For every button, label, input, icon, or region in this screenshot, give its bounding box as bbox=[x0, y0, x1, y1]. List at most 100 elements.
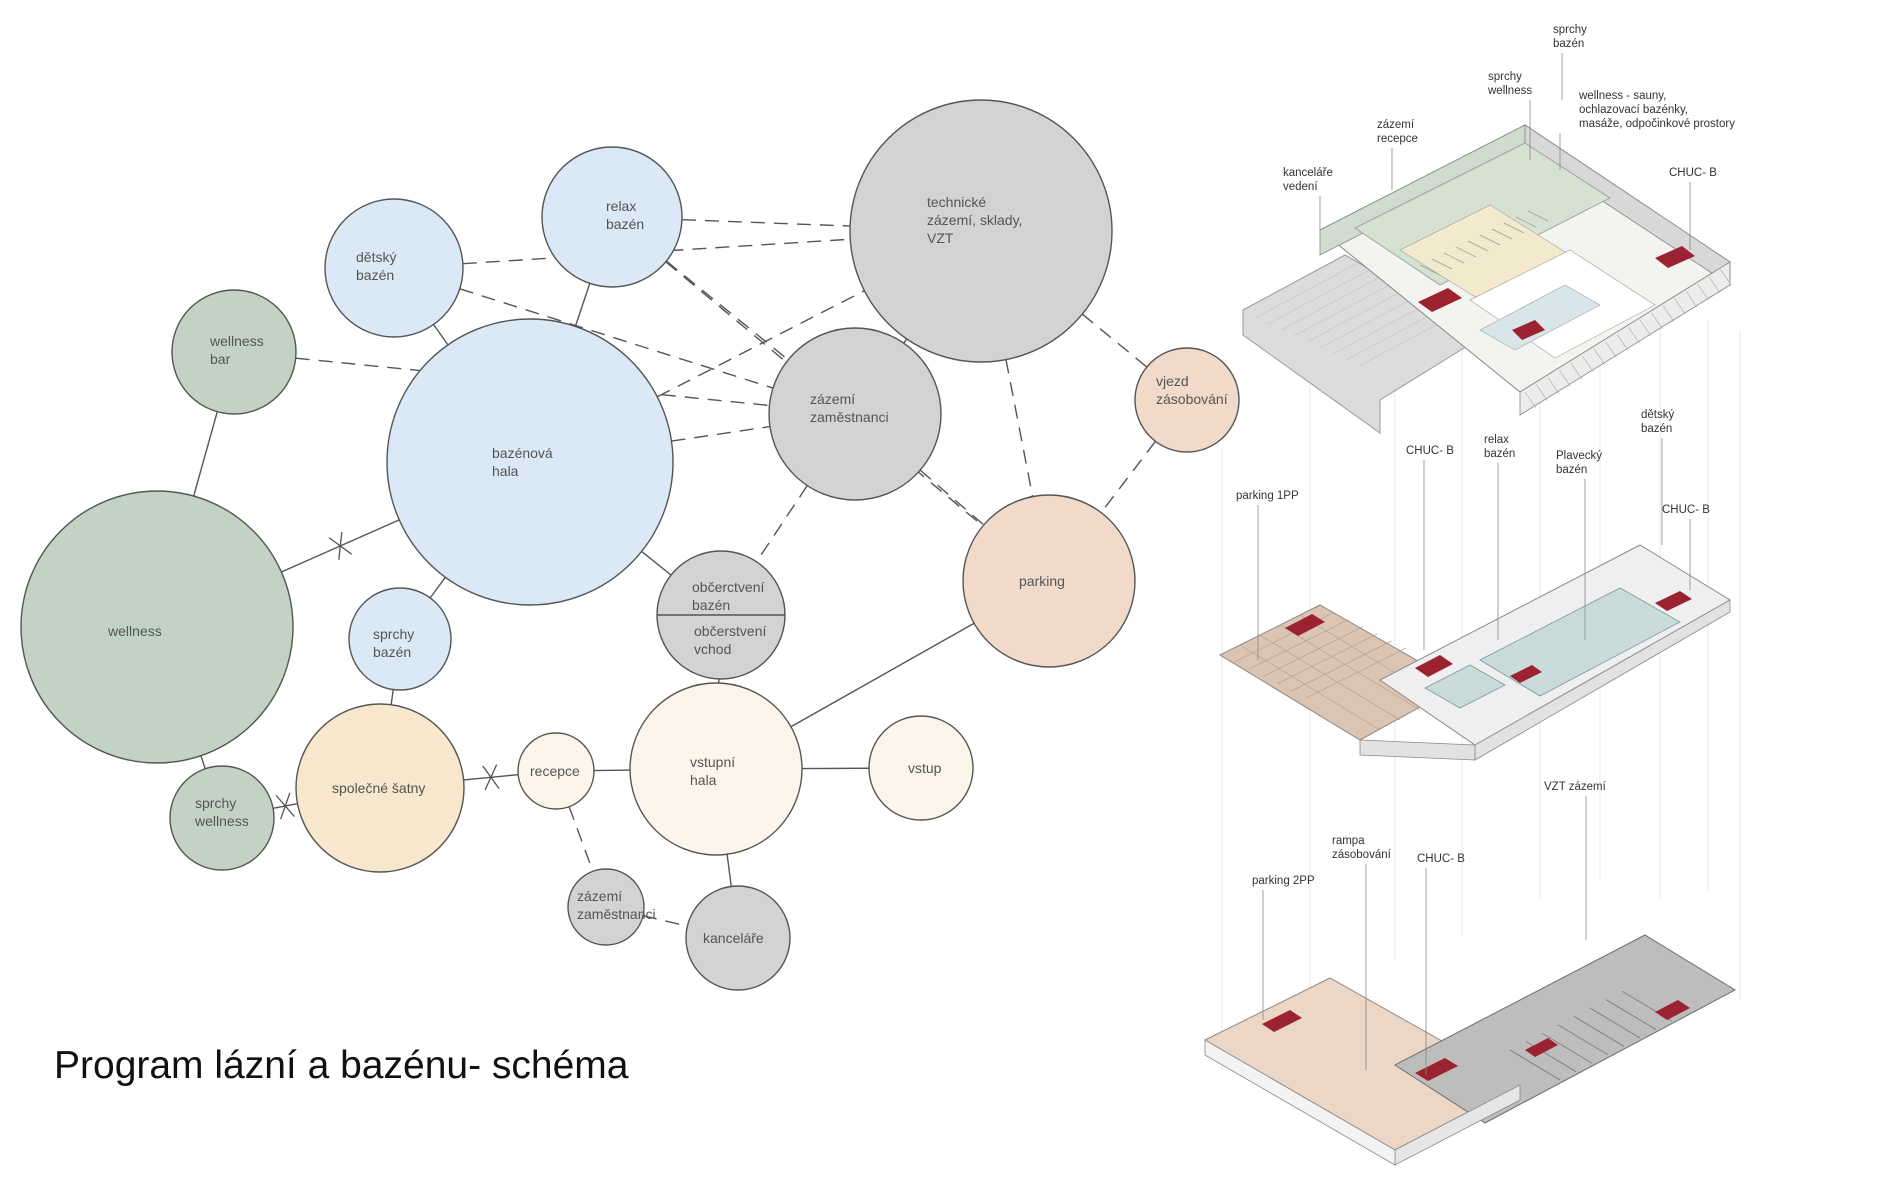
link-sprchy_bazen-spolecne_satny bbox=[390, 689, 394, 705]
bubble-label-wellness: wellness bbox=[107, 623, 162, 639]
terrace-grid-0 bbox=[1254, 261, 1361, 319]
bubble-circle-parking bbox=[962, 494, 1136, 668]
bubble-circle-technicke bbox=[849, 99, 1113, 363]
top-partition-1 bbox=[1431, 258, 1453, 270]
top-truss-web-7 bbox=[1605, 341, 1617, 358]
link-wellness-wellness_bar bbox=[192, 411, 218, 497]
top-truss-web-0 bbox=[1524, 391, 1537, 409]
middle-parking-line-a-3 bbox=[1262, 626, 1364, 677]
bottom-equipment-6 bbox=[1605, 999, 1657, 1030]
bubble-circle-zazemi_zamestnanci bbox=[768, 327, 942, 501]
dashed-link-zazemi_zamestnanci_2-kancelare bbox=[642, 915, 688, 927]
middle-relax-pool bbox=[1424, 664, 1506, 709]
top-truss-web-3 bbox=[1559, 370, 1571, 387]
top-truss-web-13 bbox=[1674, 298, 1686, 315]
bottom-core-3 bbox=[1525, 1038, 1558, 1057]
link-wellness-sprchy_wellness bbox=[200, 755, 206, 769]
link-bazenova_hala-sprchy_bazen bbox=[429, 576, 446, 599]
bottom-core-2 bbox=[1415, 1058, 1458, 1081]
bottom-equipment-2 bbox=[1541, 1032, 1593, 1064]
top-truss-web-10 bbox=[1639, 319, 1652, 337]
bottom-core-4 bbox=[1655, 1000, 1690, 1020]
top-truss-web-4 bbox=[1570, 363, 1583, 380]
middle-parking-line-b-3 bbox=[1279, 624, 1421, 711]
bottom-equipment-0 bbox=[1509, 1049, 1561, 1081]
middle-core-3 bbox=[1510, 665, 1542, 683]
axo-label-bottom-0: VZT zázemí bbox=[1544, 781, 1607, 793]
top-partition-8 bbox=[1515, 216, 1537, 228]
bubble-label-recepce: recepce bbox=[530, 763, 580, 779]
axo-label-middle-4: parking 1PP bbox=[1236, 490, 1299, 502]
top-partition-4 bbox=[1467, 240, 1489, 252]
top-truss-web-2 bbox=[1547, 377, 1560, 394]
top-truss-web-6 bbox=[1593, 348, 1606, 365]
bubble-circle-zazemi_zamestnanci_2 bbox=[567, 868, 645, 946]
top-truss-web-16 bbox=[1708, 276, 1721, 293]
axo-label-middle-1: CHUC- B bbox=[1406, 445, 1454, 457]
top-truss-web-14 bbox=[1685, 291, 1698, 308]
bubble-vstup: vstup bbox=[868, 715, 974, 821]
dashed-link-technicke-vjezd bbox=[1081, 313, 1148, 368]
bottom-core-1 bbox=[1262, 1010, 1302, 1032]
top-truss-web-15 bbox=[1697, 283, 1709, 301]
bubble-circle-vstupni_hala bbox=[629, 682, 803, 856]
top-truss-web-5 bbox=[1582, 355, 1594, 373]
bubble-circle-vstup bbox=[868, 715, 974, 821]
bubble-recepce: recepce bbox=[517, 732, 595, 810]
bubble-label-kancelare: kanceláře bbox=[703, 930, 764, 946]
bubble-spolecne_satny: společné šatny bbox=[295, 703, 465, 873]
bubble-circle-kancelare bbox=[685, 885, 791, 991]
dashed-link-detsky_bazen-zazemi_zamestnanci bbox=[459, 288, 774, 389]
dashed-link-vjezd-parking bbox=[1100, 440, 1157, 514]
top-partition-5 bbox=[1479, 234, 1501, 246]
crossing-mark-spolecne_satny-recepce-1 bbox=[484, 764, 498, 791]
bubble-circle-relax_bazen bbox=[541, 146, 683, 288]
bubble-circle-recepce bbox=[517, 732, 595, 810]
top-truss-web-11 bbox=[1651, 312, 1663, 329]
dashed-link-relax_bazen-technicke bbox=[681, 218, 851, 227]
middle-parking-line-a-4 bbox=[1277, 633, 1378, 685]
top-truss-front bbox=[1519, 261, 1731, 416]
middle-plate-edge-right bbox=[1474, 599, 1731, 761]
dashed-link-relax_bazen-zazemi_zamestnanci bbox=[665, 260, 789, 361]
terrace-grid-4 bbox=[1306, 285, 1413, 343]
page-title: Program lázní a bazénu- schéma bbox=[54, 1044, 629, 1087]
dashed-link-technicke-parking bbox=[1005, 359, 1034, 497]
top-core-2 bbox=[1512, 320, 1545, 340]
bubble-kancelare: kanceláře bbox=[685, 885, 791, 991]
bubble-circle-spolecne_satny bbox=[295, 703, 465, 873]
link-technicke-zazemi_zamestnanci bbox=[903, 338, 908, 344]
middle-core-2 bbox=[1415, 655, 1453, 677]
link-detsky_bazen-bazenova_hala bbox=[433, 324, 449, 346]
terrace-grid-1 bbox=[1267, 267, 1374, 325]
axo-label-bottom-2: CHUC- B bbox=[1417, 853, 1465, 865]
axo-label-top-5: CHUC- B bbox=[1669, 167, 1717, 179]
terrace-grid-2 bbox=[1280, 273, 1387, 331]
link-relax_bazen-bazenova_hala bbox=[574, 283, 591, 327]
bubble-wellness: wellness bbox=[20, 490, 294, 764]
bottom-edge-front bbox=[1204, 1039, 1396, 1166]
bubble-circle-detsky_bazen bbox=[324, 198, 464, 338]
middle-parking-line-a-5 bbox=[1291, 640, 1392, 692]
middle-parking-line-a-2 bbox=[1248, 619, 1349, 670]
link-bazenova_hala-obcerstveni bbox=[641, 550, 672, 576]
